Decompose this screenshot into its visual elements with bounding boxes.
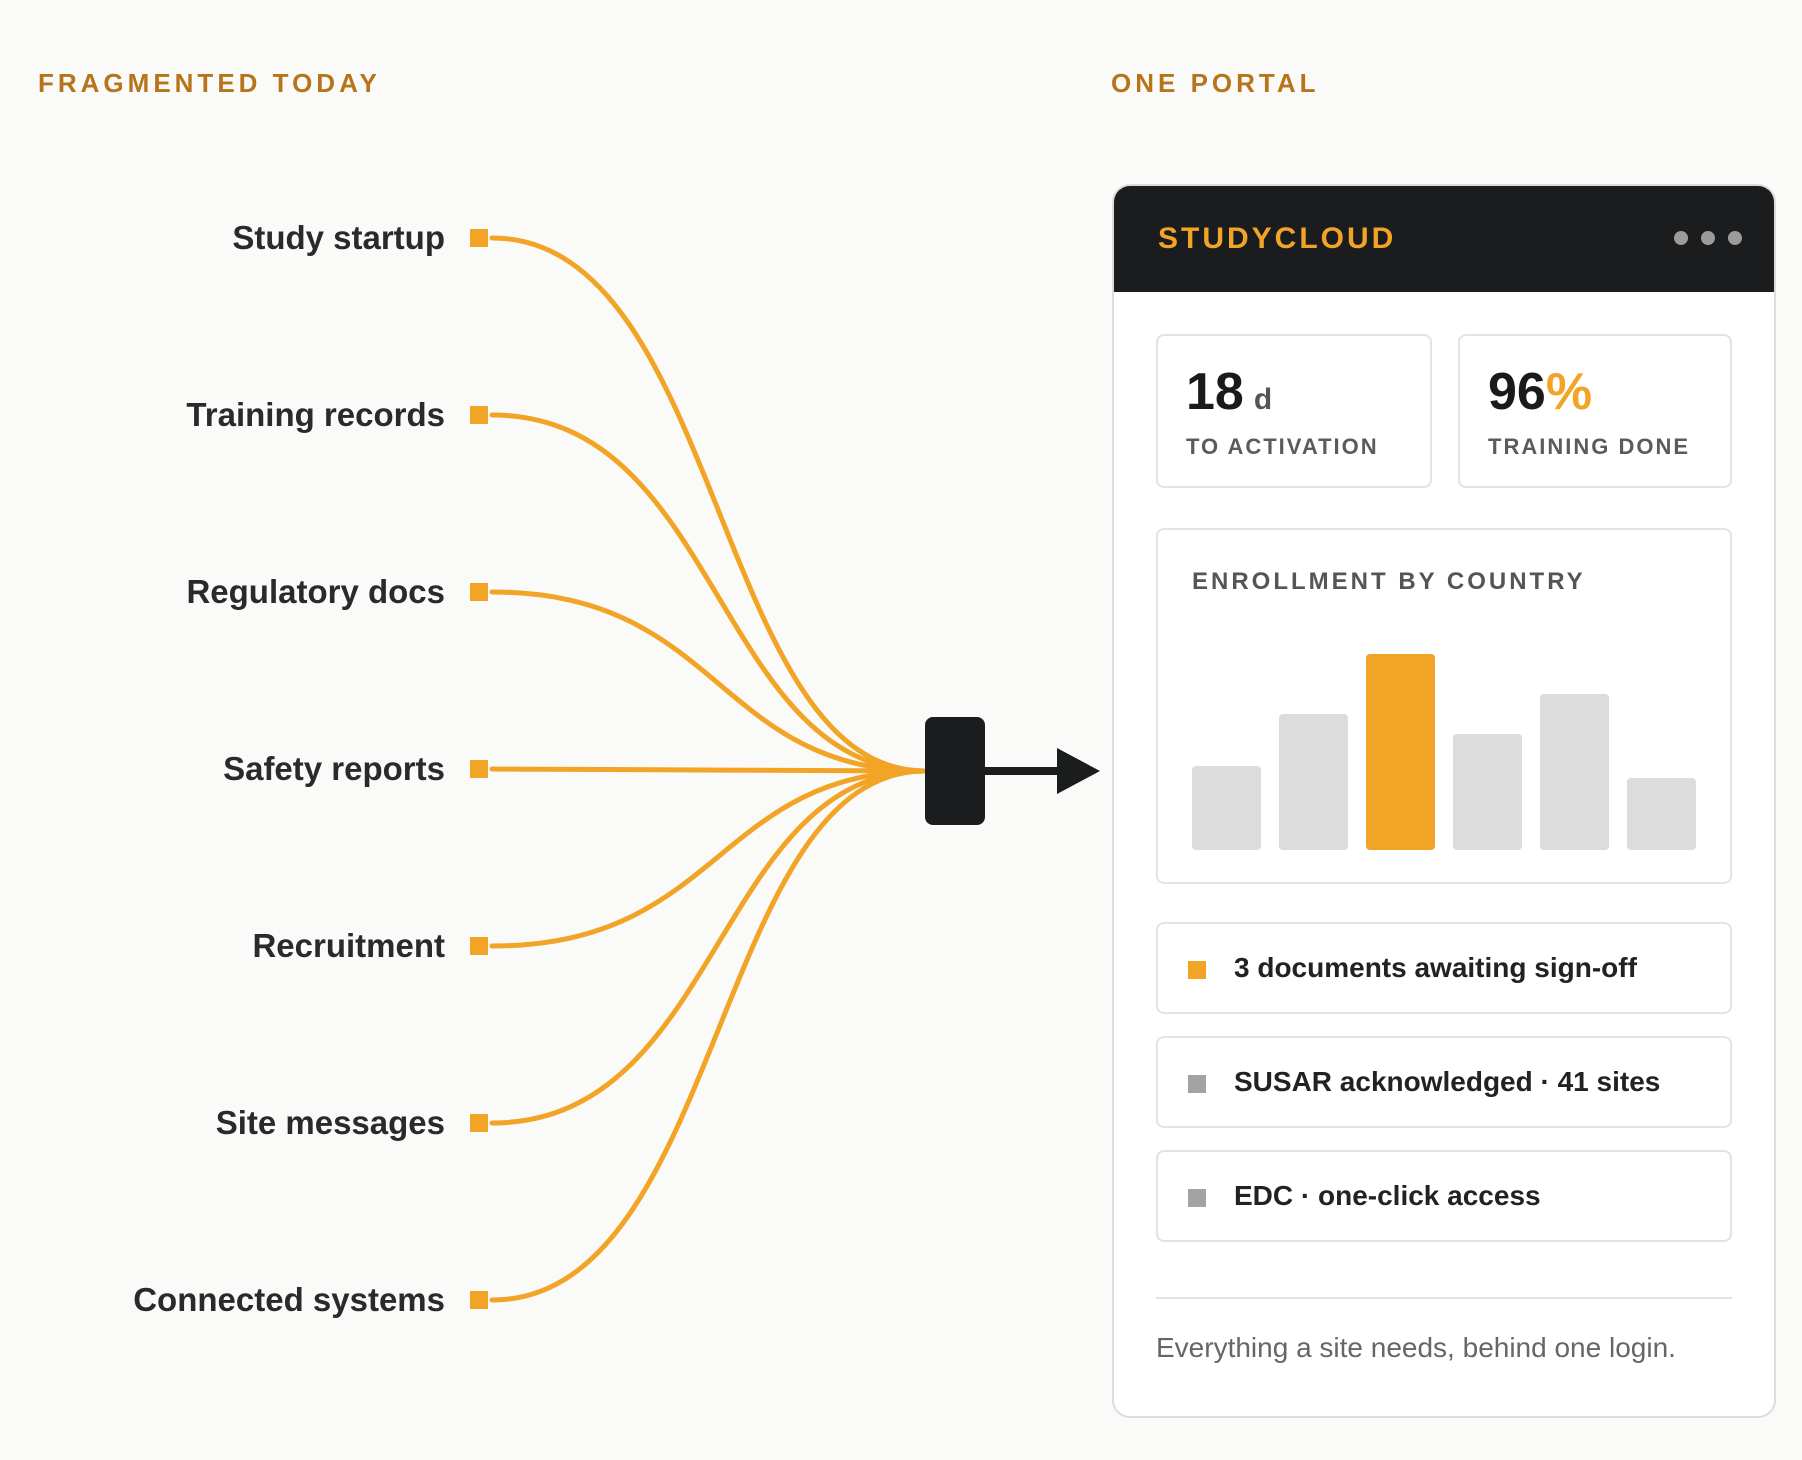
status-row[interactable]: 3 documents awaiting sign-off [1156, 922, 1732, 1014]
source-dot [470, 1114, 488, 1132]
enrollment-bar [1627, 778, 1696, 850]
source-label: Site messages [215, 1104, 445, 1141]
status-text: 3 documents awaiting sign-off [1234, 952, 1637, 983]
flow-line [489, 235, 928, 774]
status-text: SUSAR acknowledged · 41 sites [1234, 1066, 1661, 1097]
source-label: Recruitment [252, 927, 445, 964]
source-dot [470, 937, 488, 955]
portal-card: STUDYCLOUD 18 d TO ACTIVATION 96% TRAININ… [1112, 184, 1776, 1418]
status-indicator-icon [1188, 1189, 1206, 1207]
training-value: 96 [1488, 363, 1546, 421]
activation-unit: d [1253, 383, 1273, 416]
activation-label: TO ACTIVATION [1186, 434, 1379, 459]
training-unit: % [1545, 363, 1593, 421]
status-row[interactable]: SUSAR acknowledged · 41 sites [1156, 1036, 1732, 1128]
stat-card-training: 96% TRAINING DONE [1458, 334, 1732, 488]
source-dot [470, 1291, 488, 1309]
enrollment-bar [1540, 694, 1609, 850]
status-row[interactable]: EDC · one-click access [1156, 1150, 1732, 1242]
menu-dot [1674, 231, 1688, 245]
fragmented-today-label: FRAGMENTED TODAY [38, 68, 381, 98]
enrollment-bar [1192, 766, 1261, 850]
source-label: Connected systems [133, 1281, 445, 1318]
enrollment-bar [1366, 654, 1435, 850]
portal-header: STUDYCLOUD [1114, 186, 1774, 292]
menu-dot [1701, 231, 1715, 245]
enrollment-card: ENROLLMENT BY COUNTRY [1156, 528, 1732, 884]
status-indicator-icon [1188, 961, 1206, 979]
source-dot [470, 583, 488, 601]
flow-line [489, 768, 928, 1126]
source-label: Regulatory docs [186, 573, 445, 610]
flow-line [489, 589, 928, 774]
status-text: EDC · one-click access [1234, 1180, 1541, 1211]
footer-divider [1156, 1297, 1732, 1299]
stat-value-training: 96% [1488, 366, 1592, 418]
menu-dot [1728, 231, 1742, 245]
flow-line [489, 412, 928, 774]
flow-line [489, 766, 928, 774]
source-dot [470, 760, 488, 778]
enrollment-bar-chart [1192, 654, 1696, 850]
enrollment-title: ENROLLMENT BY COUNTRY [1192, 568, 1586, 595]
source-label: Safety reports [223, 750, 445, 787]
source-dot [470, 406, 488, 424]
source-label: Training records [186, 396, 445, 433]
activation-value: 18 [1186, 363, 1244, 421]
source-dot [470, 229, 488, 247]
portal-title: STUDYCLOUD [1158, 222, 1397, 255]
flow-line [489, 768, 928, 1303]
enrollment-bar [1453, 734, 1522, 850]
one-portal-label: ONE PORTAL [1111, 68, 1320, 98]
hub-node [925, 717, 985, 825]
source-label: Study startup [232, 219, 445, 256]
status-indicator-icon [1188, 1075, 1206, 1093]
training-label: TRAINING DONE [1488, 434, 1690, 459]
more-dots-icon[interactable] [1674, 231, 1742, 245]
stat-card-activation: 18 d TO ACTIVATION [1156, 334, 1432, 488]
enrollment-bar [1279, 714, 1348, 850]
flow-lines [489, 235, 928, 1303]
stat-value-activation: 18 d [1186, 366, 1272, 418]
arrow-head-icon [1057, 748, 1100, 794]
flow-line [489, 768, 928, 949]
portal-footer-text: Everything a site needs, behind one logi… [1156, 1332, 1676, 1363]
